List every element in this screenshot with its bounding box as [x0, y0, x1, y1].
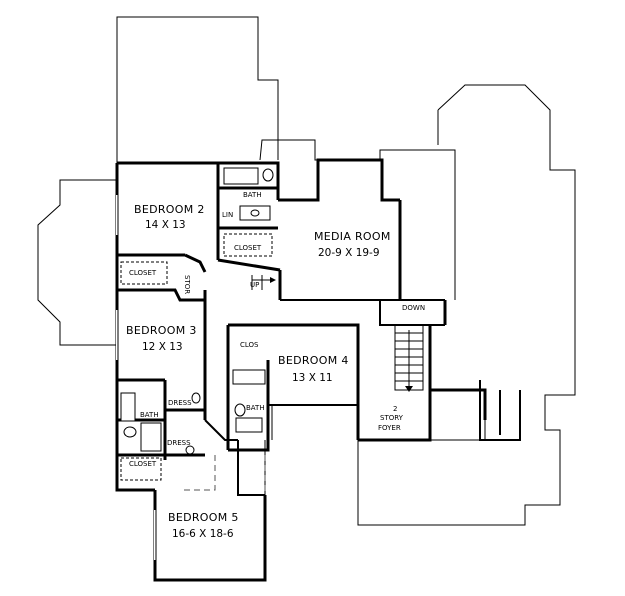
closet-shelf-b3 [120, 261, 168, 285]
closet-top-label: CLOSET [234, 244, 262, 252]
toilet-top [262, 168, 274, 182]
bedroom4-name: BEDROOM 4 [278, 354, 349, 367]
clos-b4-label: CLOS [240, 341, 259, 349]
stairs [251, 275, 424, 392]
bedroom2-dims: 14 X 13 [145, 219, 186, 231]
bedroom3-name: BEDROOM 3 [126, 324, 197, 337]
tub-top [223, 167, 259, 185]
bedroom4-dims: 13 X 11 [292, 372, 333, 384]
bedroom5-name: BEDROOM 5 [168, 511, 239, 524]
bath-b4-label: BATH [246, 404, 265, 412]
walls [115, 158, 521, 582]
roof-outline [37, 16, 576, 580]
bath-top-label: BATH [243, 191, 262, 199]
dashed-lines [180, 455, 266, 495]
closet-b3-label: CLOSET [129, 269, 157, 277]
lin-label: LIN [222, 211, 233, 219]
stor-label: STOR [183, 275, 191, 294]
closet-shelf-top [223, 233, 273, 257]
media-room-dims: 20-9 X 19-9 [318, 247, 380, 259]
dress-lower-label: DRESS [167, 439, 191, 447]
up-label: UP [250, 281, 259, 289]
bedroom3-dims: 12 X 13 [142, 341, 183, 353]
foyer-line1: 2 [393, 405, 397, 413]
foyer-line2: STORY [380, 414, 404, 422]
dress-upper-label: DRESS [168, 399, 192, 407]
fixtures [116, 167, 274, 560]
closet-b5-label: CLOSET [129, 460, 157, 468]
bedroom5-dims: 16-6 X 18-6 [172, 528, 234, 540]
foyer-line3: FOYER [378, 424, 401, 432]
bedroom2-name: BEDROOM 2 [134, 203, 205, 216]
media-room-name: MEDIA ROOM [314, 230, 391, 243]
bath-left-label: BATH [140, 411, 159, 419]
tub-b4 [232, 369, 266, 385]
down-label: DOWN [402, 304, 425, 312]
closet-shelf-b5 [120, 457, 162, 481]
tub-left [120, 392, 136, 422]
